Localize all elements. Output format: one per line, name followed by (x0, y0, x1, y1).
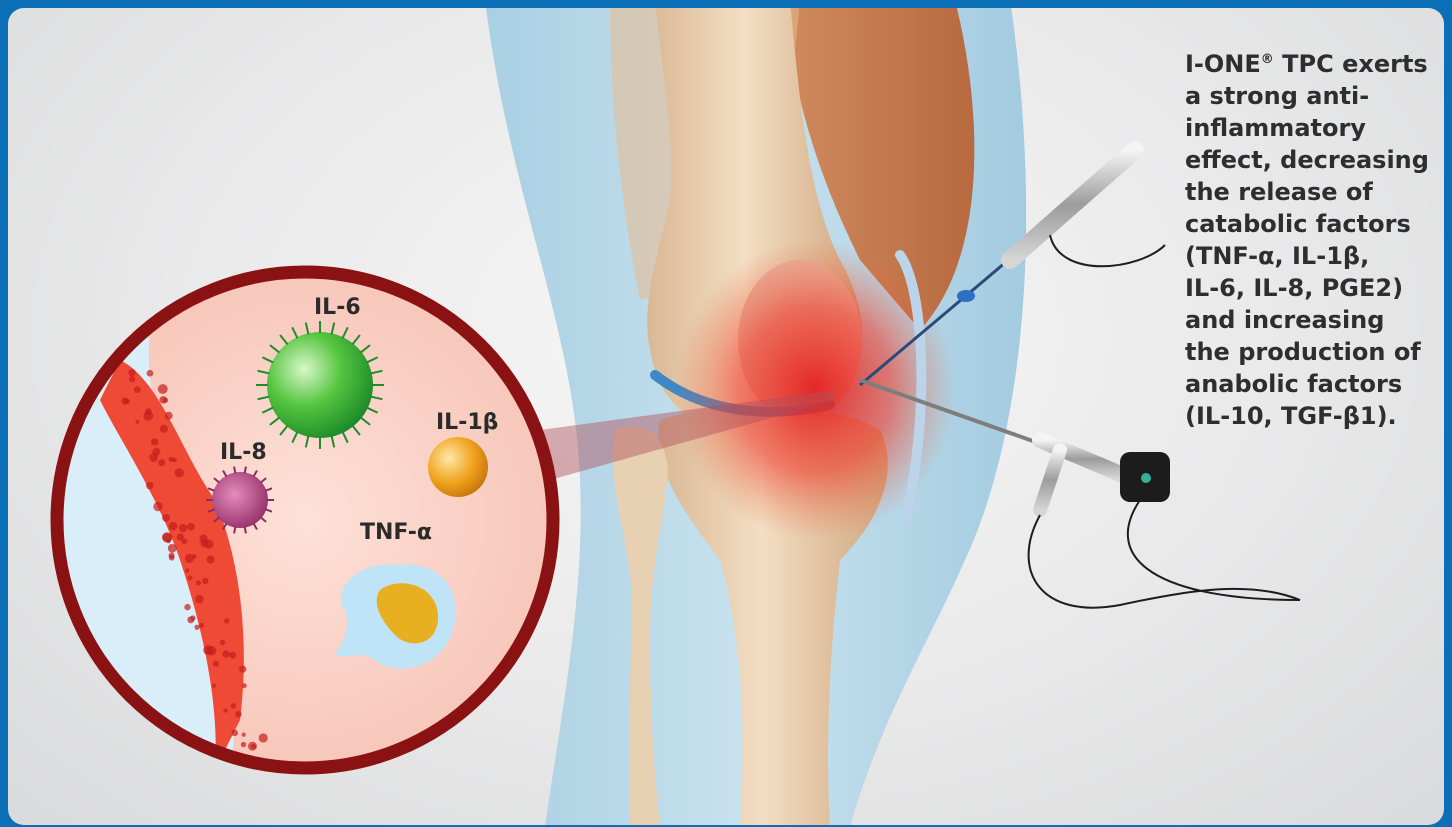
caption-line-10: the production of (1185, 336, 1444, 368)
tissue-pit (158, 459, 165, 466)
tissue-pit (134, 386, 141, 393)
tissue-pit (147, 370, 154, 377)
il1b-label: IL-1β (436, 410, 498, 435)
tissue-pit (162, 514, 170, 522)
tissue-pit (188, 575, 193, 580)
caption-line-6: catabolic factors (1185, 208, 1444, 240)
il1b-cell (428, 437, 488, 497)
tissue-pit (222, 650, 229, 657)
tissue-pit (187, 523, 195, 531)
tissue-pit (259, 733, 268, 742)
tissue-pit (129, 376, 135, 382)
tissue-pit (153, 502, 162, 511)
tissue-pit (199, 623, 204, 628)
tissue-pit (242, 683, 247, 688)
tissue-pit (168, 544, 177, 553)
caption-line-4: effect, decreasing (1185, 144, 1444, 176)
tissue-pit (207, 646, 217, 656)
caption-line-9: and increasing (1185, 304, 1444, 336)
tissue-pit (190, 615, 195, 620)
tissue-pit (160, 425, 168, 433)
tissue-pit (231, 703, 236, 708)
tissue-pit (196, 580, 201, 585)
tissue-pit (151, 438, 158, 445)
caption-text: I-ONE® TPC exerts a strong anti- inflamm… (1185, 44, 1444, 432)
cell-spike (234, 527, 235, 534)
tissue-pit (251, 744, 256, 749)
cell-spike (234, 467, 235, 474)
tissue-pit (163, 398, 168, 403)
cell-spike (245, 527, 246, 534)
caption-line-11: anabolic factors (1185, 368, 1444, 400)
tissue-pit (169, 552, 175, 558)
tissue-pit (207, 556, 215, 564)
tissue-pit (125, 399, 130, 404)
tissue-pit (185, 568, 189, 572)
caption-line-7: (TNF-α, IL-1β, (1185, 240, 1444, 272)
tnfa-cell (335, 564, 456, 668)
tissue-pit (146, 482, 154, 490)
caption-line-12: (IL-10, TGF-β1). (1185, 400, 1444, 432)
tissue-pit (177, 533, 184, 540)
tissue-pit (145, 408, 151, 414)
tissue-pit (199, 535, 207, 543)
tissue-pit (213, 661, 219, 667)
tissue-pit (128, 369, 136, 377)
tissue-pit (241, 742, 246, 747)
tissue-pit (172, 458, 177, 463)
tissue-pit (239, 666, 246, 673)
tissue-pit (235, 711, 242, 718)
tissue-pit (162, 532, 172, 542)
tissue-pit (175, 468, 184, 477)
illustration-panel: IL-6 IL-1β IL-8 TNF-α I-ONE® TPC exerts … (8, 8, 1444, 825)
tissue-pit (185, 554, 194, 563)
tissue-pit (149, 453, 158, 462)
tissue-pit (212, 683, 216, 687)
tissue-pit (165, 412, 173, 420)
tissue-pit (242, 733, 246, 737)
tissue-pit (229, 652, 236, 659)
tnfa-label: TNF-α (360, 520, 432, 545)
cell-spike (245, 467, 246, 474)
il8-label: IL-8 (220, 440, 267, 465)
tissue-pit (202, 578, 208, 584)
caption-line-1: I-ONE® TPC exerts (1185, 44, 1444, 80)
tissue-pit (195, 595, 204, 604)
tissue-pit (169, 522, 178, 531)
caption-line-8: IL-6, IL-8, PGE2) (1185, 272, 1444, 304)
caption-line-3: inflammatory (1185, 112, 1444, 144)
tissue-pit (224, 618, 229, 623)
tissue-pit (231, 730, 238, 737)
tissue-pit (220, 640, 226, 646)
caption-line-5: the release of (1185, 176, 1444, 208)
tissue-pit (223, 709, 227, 713)
tissue-pit (194, 625, 199, 630)
tissue-pit (135, 420, 139, 424)
il6-label: IL-6 (314, 295, 361, 320)
tissue-pit (179, 524, 187, 532)
tissue-pit (184, 604, 190, 610)
tissue-pit (158, 384, 168, 394)
caption-line-2: a strong anti- (1185, 80, 1444, 112)
